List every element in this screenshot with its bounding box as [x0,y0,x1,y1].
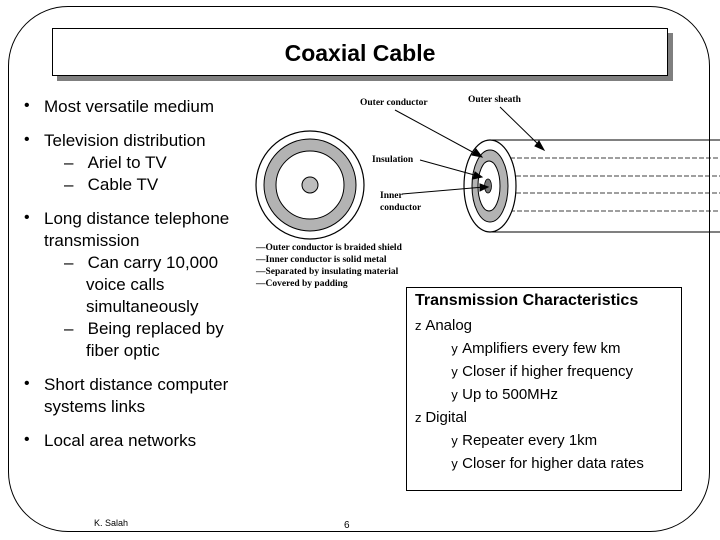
pointer-arrows [394,106,546,195]
item-text: Amplifiers every few km [462,340,621,357]
label-inner-conductor-1: Inner [380,191,403,201]
bullet-text: Short distance computer systems links [44,375,229,416]
bullet-item: • Long distance telephone transmission [24,208,264,252]
item-marker-icon: y [451,388,459,402]
bullet-text: Local area networks [44,431,197,450]
sub-bullet-text: Ariel to TV [87,153,167,172]
diagram-note: —Outer conductor is braided shield [255,243,403,253]
cross-section [255,130,365,240]
sub-bullet-item: – Ariel to TV [24,152,264,174]
sub-marker: – [64,153,74,172]
item-text: Up to 500MHz [462,386,558,403]
item-marker-icon: y [451,342,459,356]
bullet-item: • Short distance computer systems links [24,374,259,418]
item-text: Closer for higher data rates [462,455,644,472]
bullet-text: Long distance telephone transmission [44,209,230,250]
bullet-marker: • [24,131,30,148]
slide-frame [8,6,710,532]
sub-bullet-item: – Can carry 10,000 voice calls simultane… [24,252,261,318]
sub-bullet-text: Being replaced by fiber optic [86,319,224,360]
group-marker-icon: z [415,319,422,333]
sub-bullet-item: – Cable TV [24,174,264,196]
bullet-list: • Most versatile medium • Television distr… [24,96,264,452]
sub-bullet-text: Cable TV [87,175,159,194]
bullet-marker: • [24,97,30,114]
group-label: Analog [425,317,473,334]
sub-marker: – [64,253,74,272]
item-text: Closer if higher frequency [462,363,634,380]
bullet-text: Television distribution [44,131,206,150]
coax-cable-diagram: Outer conductor Outer sheath Insulation … [255,95,720,289]
sub-marker: – [64,319,74,338]
bullet-marker: • [24,431,30,448]
sub-marker: – [64,175,74,194]
title-box: Coaxial Cable [52,28,668,76]
sub-bullet-item: – Being replaced by fiber optic [24,318,261,362]
characteristics-title: Transmission Characteristics [415,292,639,309]
cable-side-view [463,139,720,233]
bullet-item: • Local area networks [24,430,264,452]
item-text: Repeater every 1km [462,432,598,449]
diagram-note: —Separated by insulating material [255,267,399,277]
bullet-text: Most versatile medium [44,97,215,116]
sub-bullet-text: Can carry 10,000 voice calls simultaneou… [86,253,219,316]
label-inner-conductor-2: conductor [380,203,422,213]
item-marker-icon: y [451,434,459,448]
slide-title: Coaxial Cable [284,40,436,66]
diagram-note: —Covered by padding [255,279,348,289]
bullet-item: • Most versatile medium [24,96,264,118]
label-outer-conductor: Outer conductor [360,98,428,108]
item-marker-icon: y [451,457,459,471]
group-marker-icon: z [415,411,422,425]
group-label: Digital [425,409,467,426]
label-outer-sheath: Outer sheath [468,95,522,105]
footer-author: K. Salah [94,518,129,528]
bullet-marker: • [24,375,30,392]
label-insulation: Insulation [372,155,414,165]
footer-page-number: 6 [344,520,350,531]
item-marker-icon: y [451,365,459,379]
bullet-item: • Television distribution [24,130,264,152]
diagram-note: —Inner conductor is solid metal [255,255,387,265]
bullet-marker: • [24,209,30,226]
